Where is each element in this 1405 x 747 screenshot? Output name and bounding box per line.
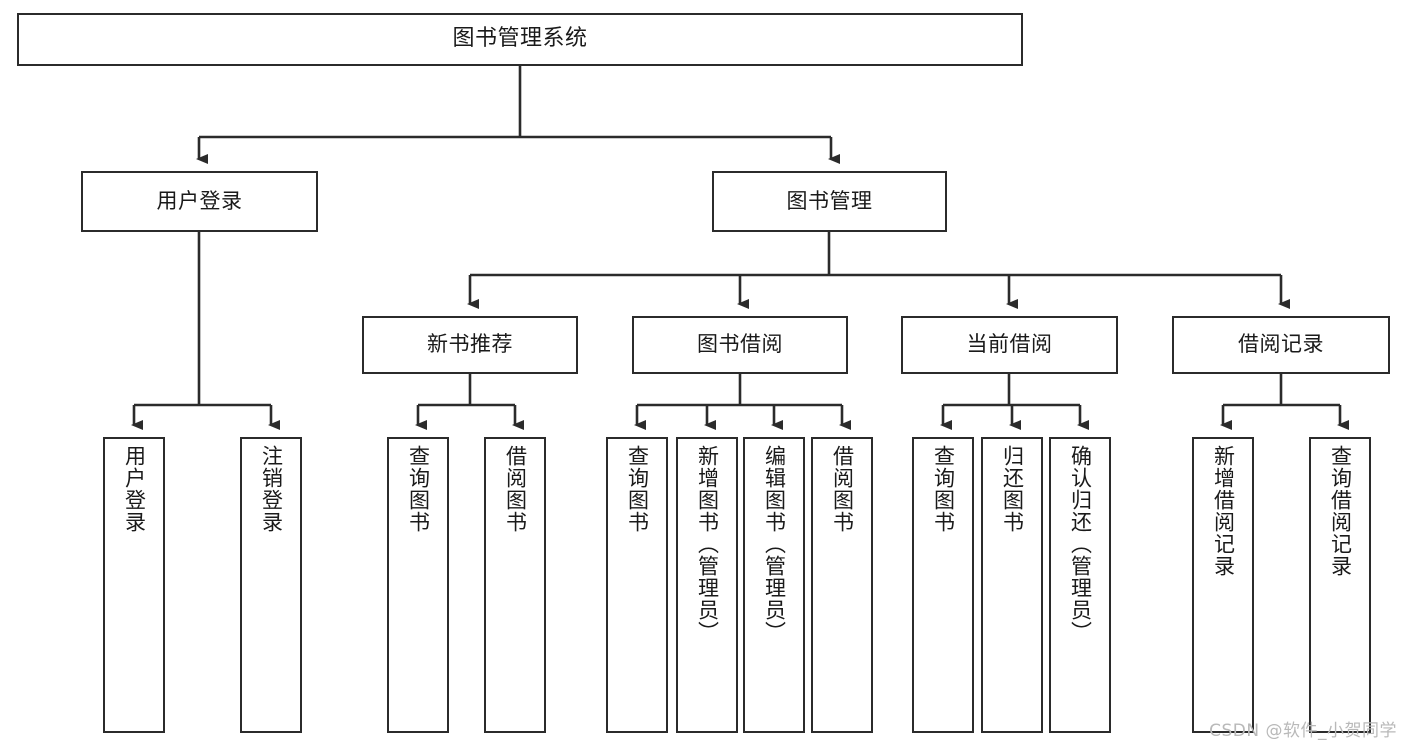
leaf-return-book[interactable]: 归还图书	[981, 437, 1043, 733]
leaf-logout-label: 注销登录	[259, 445, 284, 533]
leaf-user-login-label: 用户登录	[122, 445, 147, 533]
leaf-confirm-return[interactable]: 确认归还（管理员）	[1049, 437, 1111, 733]
watermark: CSDN @软件_小贺同学	[1209, 721, 1397, 741]
leaf-add-book-label: 新增图书（管理员）	[695, 445, 720, 643]
node-book-borrow-label: 图书借阅	[697, 332, 783, 357]
leaf-edit-book-label: 编辑图书（管理员）	[762, 445, 787, 643]
node-root[interactable]: 图书管理系统	[17, 13, 1023, 66]
leaf-query-record-label: 查询借阅记录	[1328, 445, 1353, 577]
leaf-add-record[interactable]: 新增借阅记录	[1192, 437, 1254, 733]
leaf-borrow-book-1-label: 借阅图书	[503, 445, 528, 533]
node-book-borrow[interactable]: 图书借阅	[632, 316, 848, 374]
node-borrow-record[interactable]: 借阅记录	[1172, 316, 1390, 374]
leaf-query-book-2-label: 查询图书	[625, 445, 650, 533]
leaf-query-book-3[interactable]: 查询图书	[912, 437, 974, 733]
node-book-manage[interactable]: 图书管理	[712, 171, 947, 232]
leaf-borrow-book-2-label: 借阅图书	[830, 445, 855, 533]
node-current-borrow[interactable]: 当前借阅	[901, 316, 1118, 374]
node-current-borrow-label: 当前借阅	[966, 332, 1053, 357]
leaf-edit-book[interactable]: 编辑图书（管理员）	[743, 437, 805, 733]
node-user-login[interactable]: 用户登录	[81, 171, 318, 232]
leaf-user-login[interactable]: 用户登录	[103, 437, 165, 733]
node-borrow-record-label: 借阅记录	[1238, 332, 1324, 357]
leaf-query-book-1[interactable]: 查询图书	[387, 437, 449, 733]
leaf-query-book-3-label: 查询图书	[931, 445, 956, 533]
node-book-manage-label: 图书管理	[786, 188, 873, 213]
leaf-borrow-book-2[interactable]: 借阅图书	[811, 437, 873, 733]
leaf-query-book-2[interactable]: 查询图书	[606, 437, 668, 733]
leaf-query-book-1-label: 查询图书	[406, 445, 431, 533]
leaf-confirm-return-label: 确认归还（管理员）	[1068, 445, 1093, 643]
leaf-logout[interactable]: 注销登录	[240, 437, 302, 733]
leaf-borrow-book-1[interactable]: 借阅图书	[484, 437, 546, 733]
leaf-return-book-label: 归还图书	[1000, 445, 1025, 533]
node-root-label: 图书管理系统	[452, 26, 588, 52]
node-user-login-label: 用户登录	[156, 188, 243, 213]
leaf-add-book[interactable]: 新增图书（管理员）	[676, 437, 738, 733]
leaf-add-record-label: 新增借阅记录	[1211, 445, 1236, 577]
node-new-book-recommend[interactable]: 新书推荐	[362, 316, 578, 374]
node-new-book-recommend-label: 新书推荐	[427, 332, 513, 357]
leaf-query-record[interactable]: 查询借阅记录	[1309, 437, 1371, 733]
